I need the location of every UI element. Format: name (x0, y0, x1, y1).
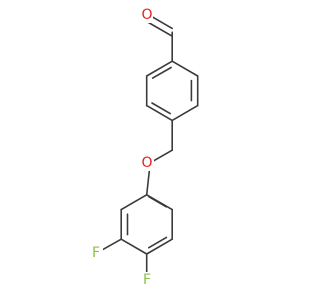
bond-c-o-double-2 (146, 21, 173, 38)
ether-oxygen-background (140, 155, 154, 171)
aldehyde-oxygen-label: O (141, 7, 152, 23)
bond-ring1-inner-a (151, 66, 172, 79)
bond-ring1-inner-b (151, 102, 171, 115)
bond-ring1-a (145, 60, 173, 77)
aldehyde-oxygen-background (141, 7, 153, 23)
bond-ring1-c (145, 104, 173, 122)
ether-oxygen-label: O (141, 155, 152, 171)
bond-ring2-c (120, 238, 148, 255)
bond-c-o-double-1 (150, 15, 173, 30)
fluorine-3-label: F (92, 245, 100, 261)
bond-ring2-inner-b (148, 236, 168, 249)
fluorine-3-background (90, 245, 103, 261)
fluorine-4-background (140, 272, 153, 288)
bond-ring1-d (171, 104, 199, 122)
bond-ring2-inner-c (148, 195, 167, 208)
bond-ring-f3 (102, 238, 122, 251)
bond-ring1-f (171, 60, 199, 77)
bond-ring2-d (145, 238, 173, 255)
chemical-structure-diagram: O O F F (90, 7, 199, 288)
fluorine-4-label: F (143, 272, 151, 288)
bond-ring2-a (120, 194, 148, 211)
